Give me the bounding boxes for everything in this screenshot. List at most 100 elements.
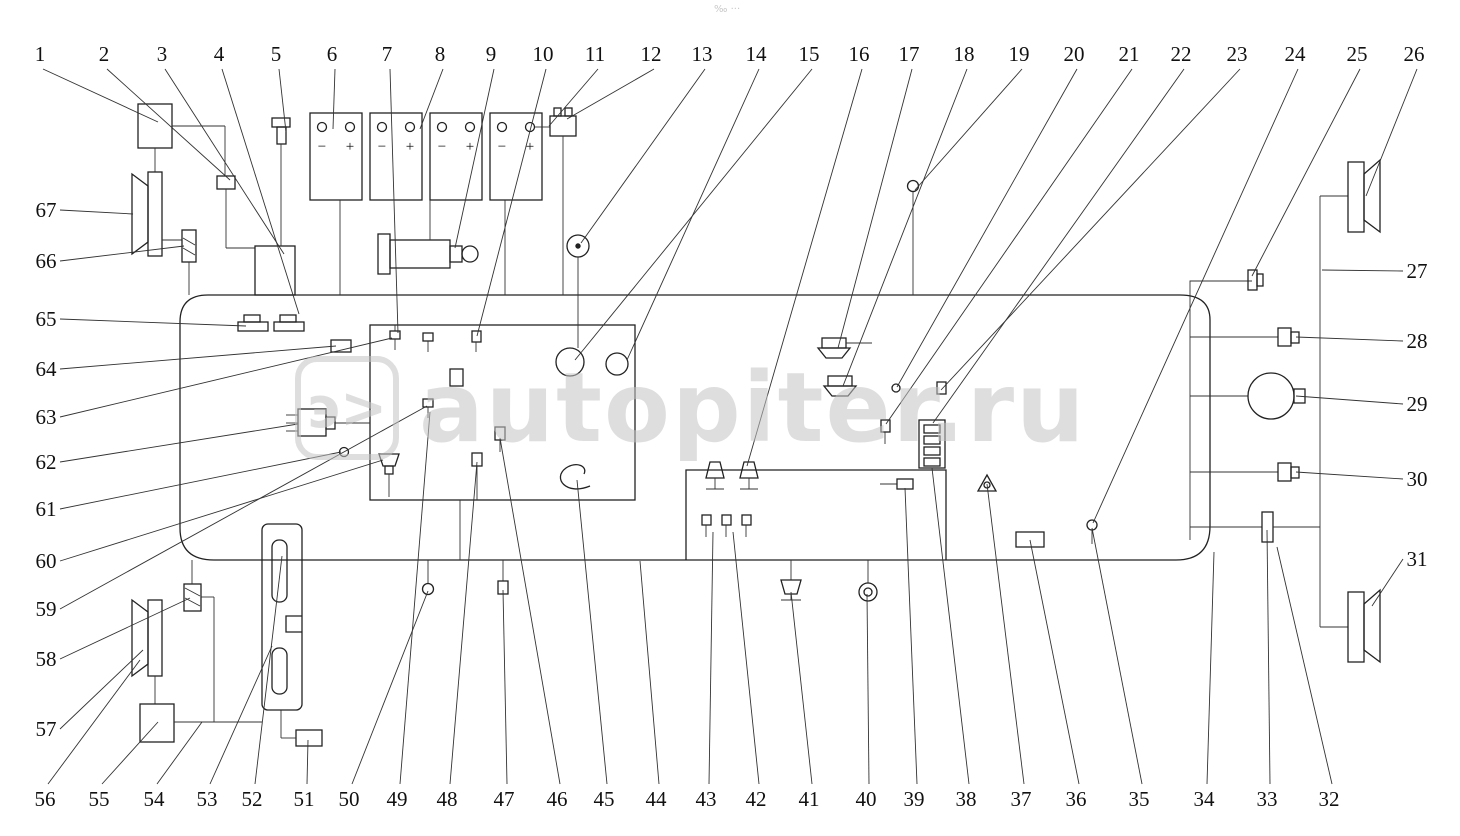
battery-sign: + [406,139,414,155]
leader-line-12 [566,68,655,120]
callout-21: 21 [1119,42,1140,66]
relay-cluster-icons [880,381,1098,548]
leader-line-55 [101,721,159,785]
callout-26: 26 [1404,42,1425,66]
leader-line-20 [896,68,1078,388]
callout-67: 67 [36,198,57,222]
clip-51-icon [295,729,323,747]
cable-clamps-icon [237,314,352,353]
leader-line-26 [1365,68,1418,197]
leader-line-17 [837,68,913,349]
leader-line-61 [59,451,342,510]
horn-left-top-icon [131,171,182,257]
horn-57-icon [147,599,163,677]
callout-63: 63 [36,405,57,429]
callout-29: 29 [1407,392,1428,416]
callout-31: 31 [1407,547,1428,571]
leader-line-63 [59,337,393,418]
leader-line-13 [580,68,706,244]
leader-line-18 [842,68,968,387]
horn-17-18-icons [816,337,872,397]
callout-49: 49 [387,787,408,811]
leader-line-62 [59,423,299,463]
leader-line-41 [790,591,813,785]
leader-line-64 [59,345,337,370]
callout-18: 18 [954,42,975,66]
leader-line-23 [940,68,1241,391]
leader-line-21 [885,68,1133,425]
leader-line-40 [866,593,870,785]
callout-9: 9 [486,42,497,66]
callout-33: 33 [1257,787,1278,811]
lamp-29-icon [1247,372,1295,420]
leader-line-3 [164,68,285,255]
leader-line-8 [419,68,444,130]
resistor-58-icon [183,583,202,612]
leader-line-67 [59,209,134,215]
callout-66: 66 [36,249,57,273]
leader-line-31 [1371,558,1404,607]
leader-line-29 [1295,395,1404,405]
battery-bank-icon [309,112,550,295]
battery-sign: − [498,139,506,155]
leader-line-43 [708,531,714,785]
leader-line-25 [1251,68,1361,277]
callout-37: 37 [1011,787,1032,811]
callout-10: 10 [533,42,554,66]
callout-60: 60 [36,549,57,573]
grommet-40-icon [858,582,878,602]
callout-43: 43 [696,787,717,811]
leader-line-7 [389,68,399,334]
speaker-31-icon [1347,591,1365,663]
junction-components [389,325,506,560]
battery-switch-icon [549,107,577,295]
callout-36: 36 [1066,787,1087,811]
callout-24: 24 [1285,42,1307,66]
battery-sign: − [318,139,326,155]
leader-line-33 [1266,529,1271,785]
leader-line-53 [209,645,273,785]
leader-line-30 [1295,471,1404,480]
leader-line-47 [502,589,508,785]
callout-56: 56 [35,787,56,811]
battery-sign: − [438,139,446,155]
leader-line-52 [254,555,283,785]
callout-45: 45 [594,787,615,811]
leader-line-44 [639,560,660,785]
battery-sign: + [526,139,534,155]
callout-8: 8 [435,42,446,66]
callout-48: 48 [437,787,458,811]
callout-41: 41 [799,787,820,811]
leader-line-42 [732,531,760,785]
callout-19: 19 [1009,42,1030,66]
leader-line-32 [1276,546,1333,785]
leader-line-36 [1029,539,1080,785]
callout-30: 30 [1407,467,1428,491]
battery-terminal-signs: −+−+−+−+ [318,139,534,155]
battery-sign: + [466,139,474,155]
callout-5: 5 [271,42,282,66]
switch-39-icon [896,478,914,490]
leader-line-51 [306,739,309,785]
battery-sign: + [346,139,354,155]
callout-34: 34 [1194,787,1216,811]
leader-line-54 [156,721,203,785]
gauge-icon [566,234,590,348]
leader-line-35 [1091,527,1143,785]
connector-59-icon [422,398,434,408]
plate-36-icon [1015,531,1045,548]
leader-line-37 [986,483,1025,785]
leader-line-58 [59,597,191,660]
leader-line-2 [106,68,231,181]
leader-line-5 [278,68,287,133]
callout-64: 64 [36,357,58,381]
leader-line-66 [59,245,185,262]
callout-57: 57 [36,717,57,741]
callout-15: 15 [799,42,820,66]
callout-20: 20 [1064,42,1085,66]
callout-46: 46 [547,787,568,811]
callout-50: 50 [339,787,360,811]
callout-47: 47 [494,787,515,811]
